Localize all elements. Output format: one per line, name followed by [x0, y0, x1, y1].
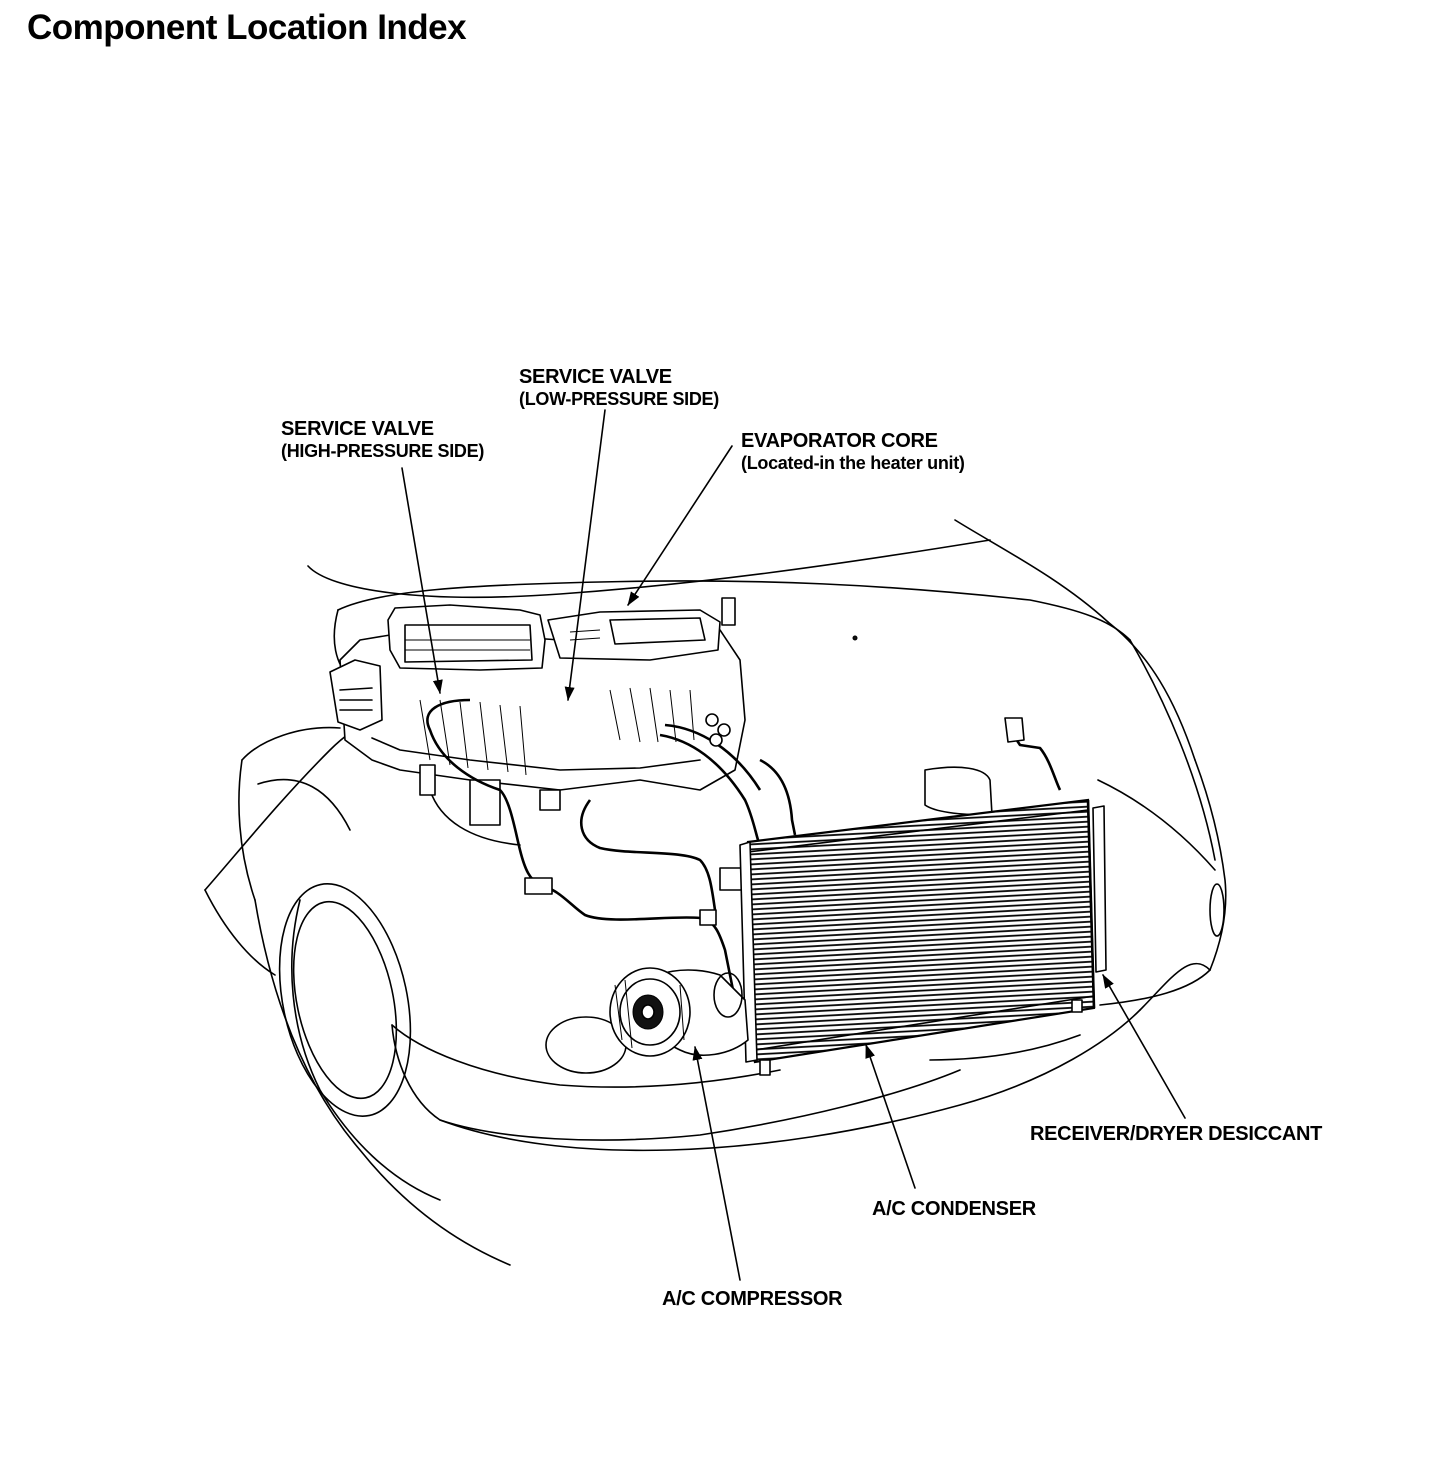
label-receiver-dryer-line1: RECEIVER/DRYER DESICCANT	[1030, 1123, 1323, 1145]
leader-lines	[401, 409, 1186, 1281]
label-evaporator-core-line2: (Located-in the heater unit)	[741, 453, 965, 473]
label-ac-compressor-line1: A/C COMPRESSOR	[662, 1288, 843, 1310]
label-service-valve-low-line2: (LOW-PRESSURE SIDE)	[519, 389, 719, 409]
label-evaporator-core: EVAPORATOR CORE (Located-in the heater u…	[741, 430, 965, 474]
ac-condenser	[739, 798, 1107, 1076]
label-service-valve-low: SERVICE VALVE (LOW-PRESSURE SIDE)	[519, 366, 719, 410]
label-service-valve-high-line2: (HIGH-PRESSURE SIDE)	[281, 441, 485, 461]
refrigerant-lines	[426, 698, 1062, 1001]
vehicle-body-outline	[204, 519, 1227, 1266]
label-receiver-dryer: RECEIVER/DRYER DESICCANT	[1030, 1123, 1322, 1145]
label-ac-condenser: A/C CONDENSER	[872, 1198, 1036, 1220]
label-ac-condenser-line1: A/C CONDENSER	[872, 1198, 1036, 1220]
heater-unit	[329, 597, 762, 841]
ac-compressor	[609, 967, 749, 1057]
page-title: Component Location Index	[27, 8, 467, 47]
label-service-valve-high: SERVICE VALVE (HIGH-PRESSURE SIDE)	[281, 418, 484, 462]
label-service-valve-low-line1: SERVICE VALVE	[519, 366, 672, 388]
label-service-valve-high-line1: SERVICE VALVE	[281, 418, 434, 440]
label-ac-compressor: A/C COMPRESSOR	[662, 1288, 843, 1310]
label-evaporator-core-line1: EVAPORATOR CORE	[741, 430, 938, 452]
